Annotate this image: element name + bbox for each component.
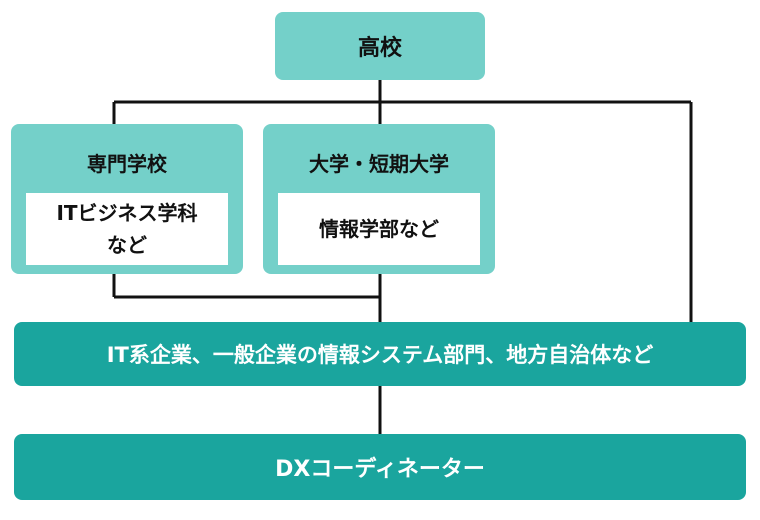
- node-high-school: 高校: [275, 12, 485, 80]
- node-vocational-school-dept-text: ITビジネス学科 など: [56, 201, 198, 257]
- node-vocational-school: 専門学校 ITビジネス学科 など: [11, 124, 243, 274]
- node-employers: IT系企業、一般企業の情報システム部門、地方自治体など: [14, 322, 746, 386]
- node-dx-coordinator: DXコーディネーター: [14, 434, 746, 500]
- node-dx-coordinator-label: DXコーディネーター: [275, 457, 485, 482]
- node-university: 大学・短期大学 情報学部など: [263, 124, 495, 274]
- node-university-dept-text: 情報学部など: [319, 217, 439, 241]
- node-university-dept: 情報学部など: [278, 193, 480, 265]
- node-vocational-school-dept: ITビジネス学科 など: [26, 193, 228, 265]
- node-employers-label: IT系企業、一般企業の情報システム部門、地方自治体など: [106, 343, 654, 367]
- node-university-title: 大学・短期大学: [309, 152, 449, 176]
- node-high-school-label: 高校: [357, 36, 402, 61]
- node-vocational-school-title: 専門学校: [87, 152, 167, 176]
